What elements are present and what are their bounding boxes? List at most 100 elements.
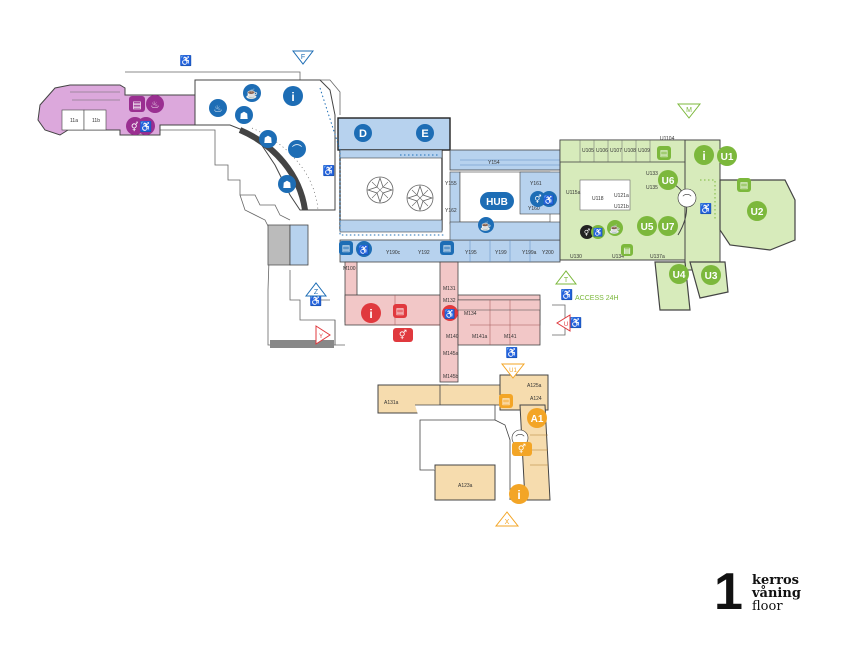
wing-e-badge: E (416, 124, 434, 142)
elevator-icon: ▤ (393, 304, 407, 318)
svg-text:▤: ▤ (660, 148, 669, 158)
elevator-icon: ▤ (657, 146, 671, 160)
svg-text:♿: ♿ (506, 346, 518, 359)
room-A124: A124 (530, 396, 542, 402)
svg-text:i: i (517, 488, 520, 502)
svg-text:♿: ♿ (700, 202, 712, 215)
wheelchair-icon: ♿ (442, 305, 458, 321)
svg-text:♿: ♿ (358, 244, 369, 255)
restaurant-icon: ♨ (146, 95, 164, 113)
room-Y199: Y199 (495, 250, 507, 256)
wheelchair-icon: ♿ (541, 191, 557, 207)
wheelchair-icon: ♿ (570, 316, 582, 329)
svg-text:U2: U2 (751, 207, 764, 218)
svg-text:♿: ♿ (543, 194, 554, 205)
svg-text:▤: ▤ (623, 246, 631, 255)
cloakroom-icon: ⌒ (288, 140, 306, 158)
info-icon: i (694, 145, 714, 165)
wheelchair-icon: ♿ (310, 294, 322, 307)
svg-text:⌒: ⌒ (682, 194, 691, 204)
wing-a1-badge: A1 (527, 408, 547, 428)
elevator-icon: ▤ (737, 178, 751, 192)
elevator-icon: ▤ (621, 244, 633, 256)
room-M145a: M145a (443, 351, 459, 357)
wing-u4-badge: U4 (669, 264, 689, 284)
svg-text:♿: ♿ (570, 316, 582, 329)
floor-label: kerros våning floor (752, 574, 801, 613)
route-dotted (319, 87, 445, 236)
wing-u7-badge: U7 (658, 216, 678, 236)
room-Y192: Y192 (418, 250, 430, 256)
svg-text:X: X (505, 519, 510, 526)
entrance-u1: U1 (500, 363, 526, 379)
coffee-icon: ☕ (243, 84, 261, 102)
wheelchair-icon: ♿ (323, 164, 335, 177)
svg-text:♿: ♿ (140, 120, 152, 133)
room-U118: U118 (592, 196, 604, 202)
svg-text:☕: ☕ (246, 87, 258, 100)
entrance-m: M (676, 103, 702, 119)
svg-text:⚥: ⚥ (131, 121, 139, 132)
svg-text:♿: ♿ (180, 54, 192, 67)
toilet-icon: ⚥ (512, 442, 532, 456)
room-M140: M140 (446, 334, 459, 340)
svg-text:Y: Y (319, 334, 323, 340)
room-U135: U135 (646, 185, 658, 191)
svg-text:⌒: ⌒ (292, 144, 302, 156)
svg-text:▤: ▤ (502, 396, 511, 406)
grey-block (267, 224, 291, 266)
room-U137a: U137a (650, 254, 665, 260)
cloakroom-icon: ⌒ (677, 188, 697, 208)
svg-text:U6: U6 (662, 176, 675, 187)
entrance-u: U (556, 314, 571, 332)
svg-text:⌒: ⌒ (515, 434, 524, 444)
wheelchair-icon: ♿ (137, 117, 155, 135)
room-Y190c: Y190c (386, 250, 401, 256)
room-11b: 11b (92, 118, 100, 124)
svg-text:U: U (564, 322, 568, 328)
room-U107: U107 (610, 148, 622, 154)
toilet-icon: ⚥ (580, 225, 594, 239)
info-icon: i (283, 86, 303, 106)
room-A125a: A125a (527, 383, 542, 389)
access-24h-label: ACCESS 24H (575, 295, 619, 302)
svg-text:♿: ♿ (561, 288, 573, 301)
room-M100: M100 (343, 266, 356, 272)
entrance-f: F (291, 50, 315, 65)
wheelchair-icon: ♿ (700, 202, 712, 215)
svg-text:♿: ♿ (310, 294, 322, 307)
room-U109: U109 (638, 148, 650, 154)
svg-text:U3: U3 (705, 271, 718, 282)
svg-text:i: i (369, 307, 372, 321)
svg-text:⚥: ⚥ (399, 329, 407, 340)
svg-text:☕: ☕ (480, 220, 491, 231)
room-11a: 11a (70, 118, 78, 124)
wing-u1-badge: U1 (717, 146, 737, 166)
svg-text:U7: U7 (662, 222, 675, 233)
room-M141a: M141a (472, 334, 488, 340)
room-M141: M141 (504, 334, 517, 340)
entrance-x: X (494, 511, 520, 527)
purple-wing (37, 84, 196, 136)
svg-text:U1: U1 (509, 368, 517, 374)
wing-u6-badge: U6 (658, 170, 678, 190)
svg-text:A1: A1 (531, 414, 544, 425)
svg-text:♿: ♿ (593, 227, 603, 237)
room-M132: M132 (443, 298, 456, 304)
reception-icon: ☗ (259, 130, 277, 148)
room-Y160: Y160 (528, 206, 540, 212)
wing-d-badge: D (354, 124, 372, 142)
wheelchair-icon: ♿ (180, 54, 192, 67)
svg-text:☕: ☕ (609, 223, 620, 234)
room-U130: U130 (570, 254, 582, 260)
coffee-icon: ☕ (478, 217, 494, 233)
svg-text:U5: U5 (641, 222, 654, 233)
room-A131a: A131a (384, 400, 399, 406)
floor-label-en: floor (752, 599, 783, 614)
room-Y199a: Y199a (522, 250, 537, 256)
info-icon: i (509, 484, 529, 504)
elevator-icon: ▤ (499, 394, 513, 408)
svg-text:♨: ♨ (214, 104, 223, 115)
reception-icon: ☗ (235, 106, 253, 124)
